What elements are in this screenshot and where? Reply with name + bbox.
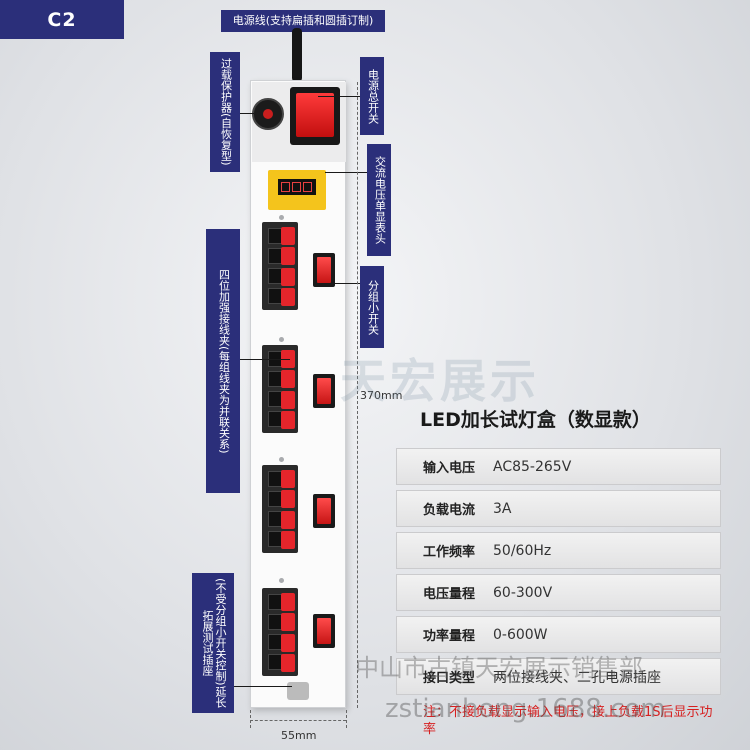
- voltage-meter: [268, 170, 326, 210]
- screw: [279, 457, 284, 462]
- spec-row: 输入电压 AC85-265V: [396, 448, 721, 485]
- wire-clip-group-4[interactable]: [262, 588, 298, 676]
- two-pin-socket[interactable]: [287, 682, 309, 700]
- group-switch-2[interactable]: [313, 374, 335, 408]
- four-clip-label: 四位加强接线夹(每组线夹为并联关系): [206, 229, 240, 493]
- group-switch-1[interactable]: [313, 253, 335, 287]
- spec-row: 接口类型 两位接线夹、二孔电源插座: [396, 658, 721, 695]
- spec-row: 电压量程 60-300V: [396, 574, 721, 611]
- wire-clip-group-3[interactable]: [262, 465, 298, 553]
- extension-socket-label: (不受分组小开关控制)延长拓展测试插座: [192, 573, 234, 713]
- overload-protector[interactable]: [252, 98, 284, 130]
- spec-row: 负载电流 3A: [396, 490, 721, 527]
- main-switch-label: 电源总开关: [360, 57, 384, 135]
- screw: [279, 215, 284, 220]
- group-switch-3[interactable]: [313, 494, 335, 528]
- main-power-switch[interactable]: [290, 87, 340, 145]
- usage-note: 注：不接负载显示输入电压，接上负载1S后显示功率: [423, 705, 713, 737]
- product-title: LED加长试灯盒（数显款）: [420, 409, 651, 431]
- shop-watermark: 中山市古镇天宏展示销售部: [355, 654, 643, 682]
- screw: [279, 337, 284, 342]
- power-cord: [292, 28, 302, 82]
- power-cord-label: 电源线(支持扁插和圆插订制): [221, 10, 385, 32]
- group-switch-label: 分组小开关: [360, 266, 384, 348]
- ac-meter-label: 交流电压单显表头: [367, 144, 391, 256]
- width-dimension: 55mm: [281, 729, 317, 742]
- overload-protector-label: 过载保护器(自恢复型): [210, 52, 240, 172]
- spec-row: 功率量程 0-600W: [396, 616, 721, 653]
- group-switch-4[interactable]: [313, 614, 335, 648]
- brand-watermark: 天宏展示: [340, 354, 540, 408]
- screw: [279, 578, 284, 583]
- length-dimension: 370mm: [360, 389, 403, 402]
- product-code-tag: C2: [0, 0, 124, 39]
- url-watermark: zstianhong.1688.com: [385, 694, 666, 724]
- wire-clip-group-1[interactable]: [262, 222, 298, 310]
- spec-row: 工作频率 50/60Hz: [396, 532, 721, 569]
